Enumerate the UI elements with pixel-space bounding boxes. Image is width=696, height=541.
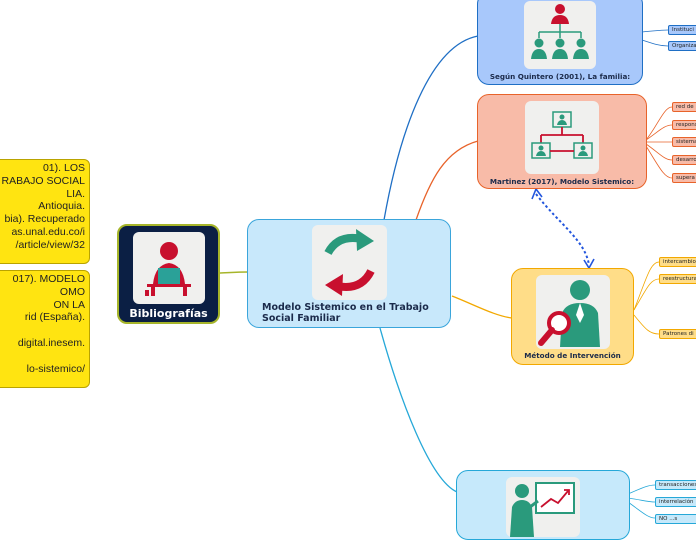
martinez-tag[interactable]: sistema <box>672 137 696 147</box>
bibliografias-node[interactable]: Bibliografías <box>117 224 220 324</box>
biblio-note-1-line: as.unal.edu.co/i <box>11 225 85 238</box>
relation-line <box>535 193 590 266</box>
central-title-line1: Modelo Sistemico en el Trabajo <box>262 302 429 313</box>
presentacion-tag[interactable]: NO ...s <box>655 514 696 524</box>
connector-lines <box>218 29 673 519</box>
biblio-note-1-line: LIA. <box>66 187 85 200</box>
biblio-note-2-line: lo-sistemico/ <box>26 362 85 375</box>
biblio-note-1-line: Antioquia. <box>38 200 85 213</box>
person-magnifier-icon <box>536 275 610 349</box>
bibliografias-title: Bibliografías <box>129 307 208 320</box>
biblio-note-2-line: rid (España). <box>24 311 85 324</box>
martinez-tag[interactable]: desarro <box>672 155 696 165</box>
metodo-title: Método de Intervención <box>524 351 621 360</box>
biblio-note-1-line: /article/view/32 <box>15 238 85 251</box>
biblio-note-1-line: bia). Recuperado <box>4 213 85 226</box>
refresh-arrows-icon <box>312 225 387 300</box>
biblio-note-1[interactable]: 01). LOS RABAJO SOCIAL LIA. Antioquia. b… <box>0 159 90 264</box>
person-at-computer-icon <box>133 232 205 304</box>
network-diagram-icon <box>525 101 599 174</box>
connector-to-presentacion <box>379 327 458 493</box>
metodo-node[interactable]: Método de Intervención <box>511 268 634 365</box>
connector-to-metodo <box>451 295 513 319</box>
biblio-note-2-line <box>0 350 85 363</box>
quintero-node[interactable]: Según Quintero (2001), La familia: <box>477 0 643 85</box>
metodo-tag[interactable]: reestructura <box>659 274 696 284</box>
connector-to-martinez <box>415 140 479 221</box>
connector-to-bibliografias <box>218 271 249 274</box>
relation-arrow-head-top <box>531 187 543 200</box>
presenter-chart-icon <box>506 477 580 537</box>
presentacion-tag[interactable]: interrelación <box>655 497 696 507</box>
biblio-note-2-line: 017). MODELO <box>12 273 85 285</box>
connector-to-quintero <box>383 35 479 221</box>
biblio-note-2[interactable]: 017). MODELO OMO ON LA rid (España). dig… <box>0 270 90 388</box>
biblio-note-2-line: digital.inesem. <box>17 336 85 349</box>
martinez-node[interactable]: Martinez (2017), Modelo Sistemico: <box>477 94 647 189</box>
quintero-tag[interactable]: Organiza <box>668 41 696 51</box>
biblio-note-2-line: OMO <box>59 285 85 298</box>
presentacion-tag[interactable]: transacciones <box>655 480 696 490</box>
quintero-title: Según Quintero (2001), La familia: <box>489 72 631 81</box>
org-chart-people-icon <box>524 1 596 69</box>
martinez-tag[interactable]: red de <box>672 102 696 112</box>
martinez-tag[interactable]: respons <box>672 120 696 130</box>
central-topic-node[interactable]: Modelo Sistemico en el Trabajo Social Fa… <box>247 219 451 328</box>
metodo-tag[interactable]: intercambio <box>659 257 696 267</box>
biblio-note-1-line: RABAJO SOCIAL <box>1 174 85 187</box>
central-title-line2: Social Familiar <box>262 313 341 324</box>
martinez-tag[interactable]: supera <box>672 173 696 183</box>
quintero-tag[interactable]: Instituci <box>668 25 696 35</box>
biblio-note-2-line <box>0 324 85 337</box>
biblio-note-2-line: ON LA <box>53 298 85 311</box>
metodo-tag[interactable]: Patrones di <box>659 329 696 339</box>
presentacion-node[interactable] <box>456 470 630 540</box>
martinez-title: Martinez (2017), Modelo Sistemico: <box>489 177 635 186</box>
biblio-note-1-line: 01). LOS <box>42 162 85 174</box>
